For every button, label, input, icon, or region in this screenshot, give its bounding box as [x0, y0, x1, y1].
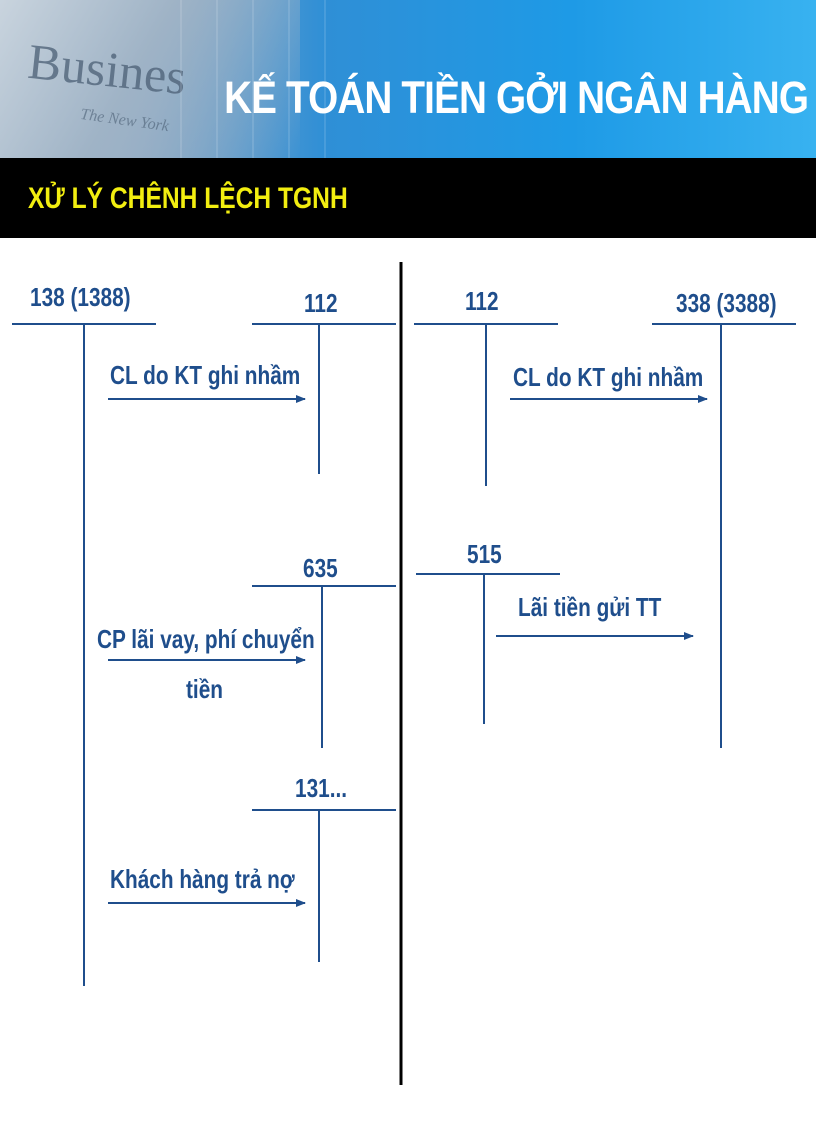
account-635-label: 635 [303, 553, 338, 583]
entry-cl-right: CL do KT ghi nhầm [513, 362, 704, 392]
subtitle-band: XỬ LÝ CHÊNH LỆCH TGNH [0, 158, 816, 238]
entry-interest: Lãi tiền gửi TT [518, 592, 662, 622]
keyboard-decoration [180, 0, 340, 158]
account-112-left-label: 112 [304, 288, 338, 318]
entry-cp-line2: tiền [186, 674, 223, 704]
account-515-label: 515 [467, 539, 502, 569]
section-subtitle: XỬ LÝ CHÊNH LỆCH TGNH [28, 182, 348, 215]
entry-cp-line1: CP lãi vay, phí chuyển [97, 624, 315, 654]
account-338-label: 338 (3388) [676, 288, 777, 318]
entry-cl-left: CL do KT ghi nhầm [110, 360, 301, 390]
entry-customer: Khách hàng trả nợ [110, 864, 295, 894]
business-photo: Busines The New York [0, 0, 300, 158]
account-112-right-label: 112 [465, 286, 499, 316]
page-title: KẾ TOÁN TIỀN GỞI NGÂN HÀNG [223, 72, 809, 123]
header-banner: Busines The New York KẾ TOÁN TIỀN GỞI NG… [0, 0, 816, 158]
account-138-label: 138 (1388) [30, 282, 131, 312]
account-131-label: 131... [295, 773, 348, 803]
